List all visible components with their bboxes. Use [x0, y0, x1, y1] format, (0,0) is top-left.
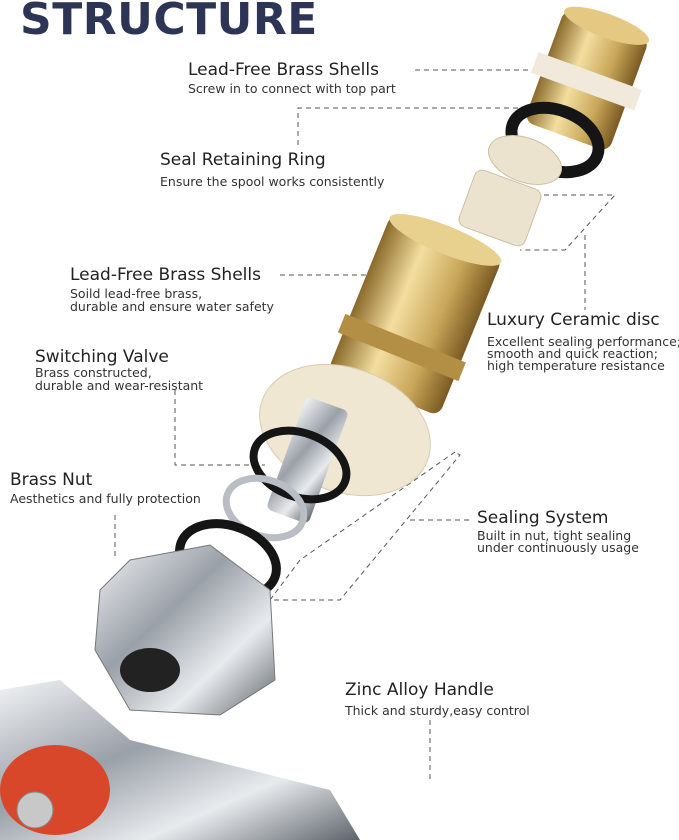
callout-heading: Switching Valve: [35, 347, 169, 367]
callout-desc: Excellent sealing performance;: [487, 334, 679, 349]
middle-brass-shell: [330, 213, 502, 414]
callout-heading: Luxury Ceramic disc: [487, 310, 660, 330]
callout-desc: Brass constructed,: [35, 365, 152, 380]
callout-switching-valve: Switching Valve Brass constructed, durab…: [35, 347, 203, 392]
callout-desc: Built in nut, tight sealing: [477, 528, 632, 543]
callout-heading: Lead-Free Brass Shells: [70, 265, 261, 285]
callout-middle-brass-shell: Lead-Free Brass Shells Soild lead-free b…: [70, 265, 274, 313]
callout-heading: Zinc Alloy Handle: [345, 680, 494, 700]
callout-top-brass-shell: Lead-Free Brass Shells Screw in to conne…: [188, 60, 396, 95]
callout-desc: Screw in to connect with top part: [188, 81, 396, 96]
brass-nut: [94, 544, 276, 716]
o-ring-upper: [249, 426, 351, 504]
ceramic-discs: [458, 135, 562, 247]
callout-desc: smooth and quick reaction;: [487, 346, 658, 361]
page-title: STRUCTURE: [20, 0, 318, 45]
callout-heading: Seal Retaining Ring: [160, 150, 326, 170]
callout-heading: Lead-Free Brass Shells: [188, 60, 379, 80]
callout-seal-retaining-ring: Seal Retaining Ring Ensure the spool wor…: [160, 150, 384, 188]
callout-desc: durable and ensure water safety: [70, 299, 274, 314]
callout-sealing-system: Sealing System Built in nut, tight seali…: [477, 508, 639, 554]
callout-desc: Ensure the spool works consistently: [160, 174, 385, 189]
callout-heading: Sealing System: [477, 508, 609, 528]
callout-desc: high temperature resistance: [487, 358, 665, 373]
callout-ceramic-disc: Luxury Ceramic disc Excellent sealing pe…: [487, 310, 679, 372]
callout-desc: durable and wear-resistant: [35, 378, 204, 393]
callout-desc: under continuously usage: [477, 540, 639, 555]
callout-desc: Thick and sturdy,easy control: [345, 703, 530, 718]
callout-heading: Brass Nut: [10, 470, 93, 490]
callout-brass-nut: Brass Nut Aesthetics and fully protectio…: [10, 470, 201, 505]
callout-desc: Aesthetics and fully protection: [10, 491, 201, 506]
zinc-alloy-handle: [0, 680, 360, 840]
callout-zinc-alloy-handle: Zinc Alloy Handle Thick and sturdy,easy …: [345, 680, 530, 717]
callout-desc: Soild lead-free brass,: [70, 286, 203, 301]
